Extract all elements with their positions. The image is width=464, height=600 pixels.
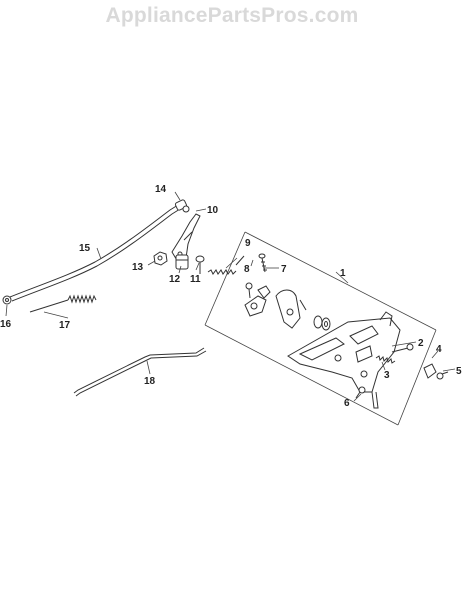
callout-5: 5	[456, 366, 462, 377]
part-3-spring	[375, 355, 396, 364]
part-8-screw	[245, 282, 253, 299]
part-15-cable	[9, 204, 181, 302]
watermark: AppliancePartsPros.com	[105, 4, 359, 27]
part-18-rod	[73, 347, 207, 397]
part-2-screw	[391, 343, 414, 353]
callout-3: 3	[384, 370, 390, 381]
callout-9: 9	[245, 238, 251, 249]
callout-1: 1	[340, 268, 346, 279]
callout-2: 2	[418, 338, 424, 349]
part-13-nut	[153, 251, 168, 266]
part-5-screw	[436, 371, 449, 380]
part-17-spring	[29, 294, 97, 313]
assembly-bushings	[313, 315, 331, 331]
part-6-screw	[355, 386, 366, 399]
callout-13: 13	[132, 262, 144, 273]
callout-labels: 1 2 3 4 5 6 7 8 9 10 11 12 13 14 15 16 1…	[0, 184, 462, 409]
part-7-screw	[258, 253, 267, 273]
callout-12: 12	[169, 274, 181, 285]
callout-16: 16	[0, 319, 12, 330]
callout-11: 11	[190, 274, 201, 285]
callout-8: 8	[244, 264, 250, 275]
part-4-clip	[423, 363, 437, 379]
leader-lines	[5, 191, 456, 402]
callout-6: 6	[344, 398, 350, 409]
callout-17: 17	[59, 320, 71, 331]
governor-linkage-parts	[244, 285, 307, 329]
callout-18: 18	[144, 376, 156, 387]
part-9-spring	[207, 255, 245, 275]
part-14-cable-end	[174, 199, 190, 213]
part-1-control-plate	[287, 311, 401, 409]
callout-10: 10	[207, 205, 219, 216]
part-11-bolt	[195, 255, 205, 274]
callout-4: 4	[436, 344, 442, 355]
bracket-assembly-outline	[204, 231, 437, 426]
part-16-clip	[2, 295, 12, 305]
part-12-bushing	[175, 254, 189, 270]
callout-14: 14	[155, 184, 167, 195]
callout-7: 7	[281, 264, 287, 275]
callout-15: 15	[79, 243, 91, 254]
